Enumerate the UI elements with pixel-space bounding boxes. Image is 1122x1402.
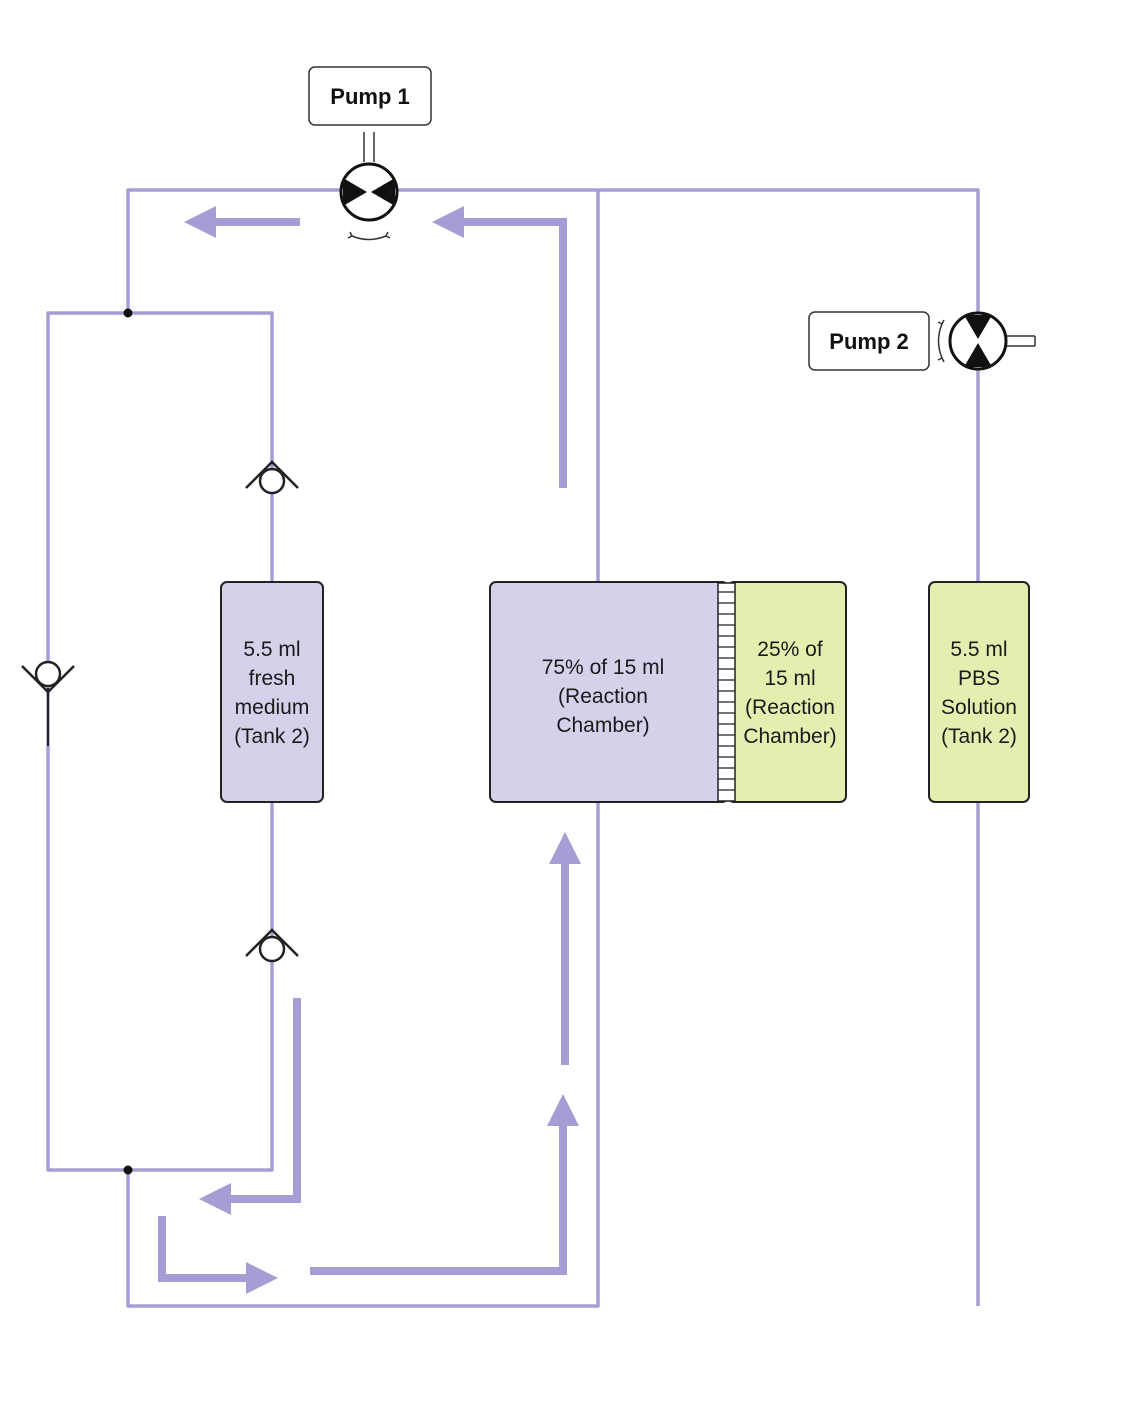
tank-fresh-medium-line-4: (Tank 2) <box>234 725 310 748</box>
reaction-chamber[interactable]: 75% of 15 ml (Reaction Chamber) 25% of 1… <box>489 581 847 803</box>
rotation-icon <box>937 319 945 326</box>
pipe-network <box>46 188 980 1308</box>
chamber-main-line-3: Chamber) <box>556 714 649 737</box>
tank-fresh-medium-box <box>220 581 324 803</box>
flow-arrow-riser-top <box>432 206 567 488</box>
chamber-side-line-4: Chamber) <box>743 725 836 748</box>
pump-1[interactable]: Pump 1 <box>308 66 432 241</box>
rotation-icon <box>347 231 354 239</box>
pump-2-label-box <box>808 311 930 371</box>
check-valve-upper[interactable] <box>245 460 299 495</box>
flow-arrow-bottom-right <box>158 1216 278 1294</box>
tank-fresh-medium-line-2: fresh <box>249 667 296 690</box>
tank-fresh-medium-line-3: medium <box>235 696 310 719</box>
junction-dot <box>123 308 133 318</box>
check-valve-icon <box>245 928 299 963</box>
tank-pbs[interactable]: 5.5 ml PBS Solution (Tank 2) <box>928 581 1030 803</box>
chamber-side-line-3: (Reaction <box>745 696 835 719</box>
tank-pbs-box <box>928 581 1030 803</box>
flow-arrows <box>158 206 581 1294</box>
pump-1-label: Pump 1 <box>330 84 409 109</box>
pipe-top-loop <box>126 188 980 582</box>
pump-2[interactable]: Pump 2 <box>808 311 1036 371</box>
pipe-inner-top <box>128 311 274 582</box>
junction-dot <box>123 1165 133 1175</box>
pump-1-label-box <box>308 66 432 126</box>
check-valve-lower[interactable] <box>245 928 299 963</box>
chamber-side-line-2: 15 ml <box>764 667 815 690</box>
pipe-bottom-return <box>126 802 600 1308</box>
rotation-icon <box>937 323 943 359</box>
chamber-main-line-2: (Reaction <box>558 685 648 708</box>
rotation-icon <box>351 235 387 241</box>
pipe-inner-loop <box>46 311 274 1172</box>
chamber-side-line-1: 25% of <box>757 638 823 661</box>
pump-icon <box>948 311 1008 371</box>
tank-pbs-line-2: PBS <box>958 667 1000 690</box>
flow-arrow-bottom-up <box>310 1094 579 1275</box>
check-valve-left[interactable] <box>21 660 75 746</box>
tank-fresh-medium[interactable]: 5.5 ml fresh medium (Tank 2) <box>220 581 324 803</box>
tank-fresh-medium-line-1: 5.5 ml <box>243 638 300 661</box>
check-valve-icon <box>245 460 299 495</box>
pump-2-label: Pump 2 <box>829 329 908 354</box>
flow-arrow-lower-left <box>199 998 301 1215</box>
tank-pbs-line-4: (Tank 2) <box>941 725 1017 748</box>
pump-icon <box>339 162 399 222</box>
tank-pbs-line-3: Solution <box>941 696 1017 719</box>
rotation-icon <box>384 231 391 239</box>
tank-pbs-line-1: 5.5 ml <box>950 638 1007 661</box>
membrane-ticks <box>718 591 735 791</box>
rotation-icon <box>937 356 945 363</box>
chamber-main-line-1: 75% of 15 ml <box>542 656 665 679</box>
reaction-chamber-side-box <box>727 581 847 803</box>
check-valve-icon <box>21 660 75 746</box>
